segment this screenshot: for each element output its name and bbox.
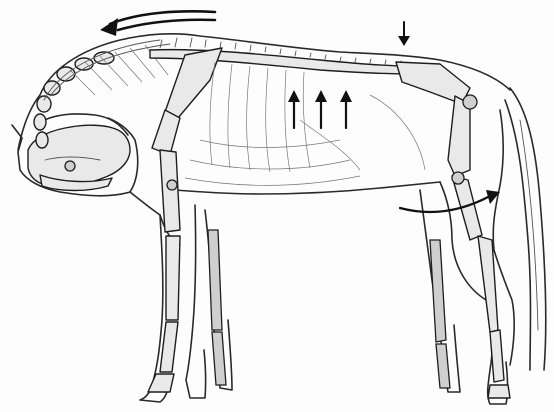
belly-shading bbox=[185, 95, 425, 185]
back-down-arrow bbox=[398, 22, 410, 46]
eye-socket bbox=[65, 161, 75, 171]
hindleg-engage-arrow bbox=[400, 190, 500, 212]
stifle-joint bbox=[452, 172, 464, 184]
elbow-joint bbox=[167, 180, 177, 190]
hip-joint bbox=[463, 95, 477, 109]
humerus bbox=[152, 110, 180, 155]
radius bbox=[160, 150, 180, 232]
neck-pull-arrow bbox=[100, 11, 215, 36]
front-cannon bbox=[166, 236, 180, 320]
belly-lift-arrow-2 bbox=[315, 90, 327, 128]
skeleton bbox=[28, 38, 510, 398]
belly-lift-arrow-1 bbox=[288, 90, 300, 128]
belly-lift-arrow-3 bbox=[340, 90, 352, 128]
hind-cannon bbox=[478, 236, 498, 332]
